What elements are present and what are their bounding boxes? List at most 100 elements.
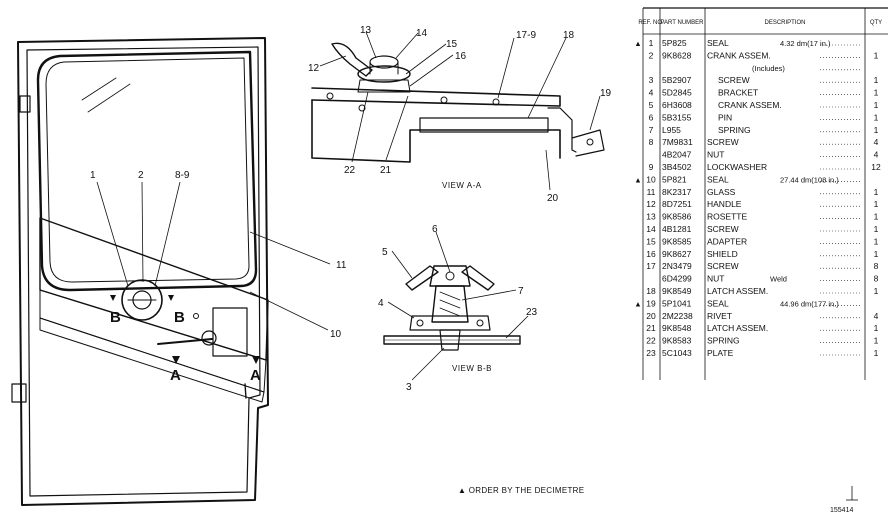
quantity: 1 xyxy=(874,249,879,259)
callout-19: 19 xyxy=(600,88,612,99)
description: GLASS xyxy=(707,187,736,197)
quantity: 1 xyxy=(874,50,879,60)
ref-number: 14 xyxy=(646,224,656,234)
callout-5: 5 xyxy=(382,247,388,258)
table-grid xyxy=(642,7,888,501)
lower-door-panel xyxy=(39,317,265,403)
plate xyxy=(383,335,521,345)
part-number: 5P1041 xyxy=(662,298,692,308)
crank-knob-left xyxy=(405,265,439,291)
callout-21: 21 xyxy=(380,165,392,176)
door-assembly xyxy=(11,37,269,506)
ref-number: 19 xyxy=(646,298,656,308)
description: PIN xyxy=(718,112,732,122)
callout-3: 3 xyxy=(406,382,412,393)
header-ref-no: REF. NO. xyxy=(638,20,664,26)
part-number: 9K8548 xyxy=(662,323,692,333)
crank-hub-body xyxy=(429,265,471,287)
quantity: 1 xyxy=(874,187,879,197)
ref-number: 3 xyxy=(649,75,654,85)
callout-4: 4 xyxy=(378,298,384,309)
part-number: 5B3155 xyxy=(662,112,692,122)
ref-number: 20 xyxy=(646,311,656,321)
rosette xyxy=(357,65,411,83)
description-note: Weld xyxy=(770,275,787,284)
part-number: 8D7251 xyxy=(662,199,692,209)
description: CRANK ASSEM. xyxy=(707,50,771,60)
quantity: 1 xyxy=(874,88,879,98)
ref-number: 8 xyxy=(649,137,654,147)
ref-number: 6 xyxy=(649,112,654,122)
order-by-decimetre-mark: ▲ xyxy=(634,175,641,184)
part-number: 9K8583 xyxy=(662,336,692,346)
callout-13: 13 xyxy=(360,25,372,36)
glass-reflection xyxy=(87,83,131,113)
ref-number: 12 xyxy=(646,199,656,209)
description: LATCH ASSEM. xyxy=(707,323,768,333)
ref-number: 5 xyxy=(649,100,654,110)
view-b-b-leaders xyxy=(387,231,529,381)
door-frame-inner xyxy=(26,46,261,497)
latch-handle xyxy=(157,338,213,345)
window-glass-inner xyxy=(45,57,250,283)
crank-knob-right xyxy=(461,265,495,291)
view-b-b-title: VIEW B-B xyxy=(452,364,492,373)
ref-number: 16 xyxy=(646,249,656,259)
description: SCREW xyxy=(718,75,750,85)
ref-number: 18 xyxy=(646,286,656,296)
description: SPRING xyxy=(718,125,751,135)
header-part-number: PART NUMBER xyxy=(660,20,704,26)
description: SPRING xyxy=(707,336,740,346)
part-number: 9K8628 xyxy=(662,50,692,60)
ref-number: 21 xyxy=(646,323,656,333)
ref-number: 4 xyxy=(649,88,654,98)
quantity: 4 xyxy=(874,137,879,147)
part-number: 6H3608 xyxy=(662,100,692,110)
part-number: 5P825 xyxy=(662,38,687,48)
description: SCREW xyxy=(707,137,739,147)
door-callout-labels: 1 2 8-9 11 10 B B A A xyxy=(90,170,347,384)
description: PLATE xyxy=(707,348,734,358)
section-b-right-label: B xyxy=(174,309,185,326)
description-note: 44.96 dm(177 in.) xyxy=(780,299,839,308)
callout-14: 14 xyxy=(416,28,428,39)
table-row: (Includes) xyxy=(752,64,862,73)
ref-number: 13 xyxy=(646,212,656,222)
part-number: 9K8549 xyxy=(662,286,692,296)
section-a-left-label: A xyxy=(170,367,181,384)
description: LATCH ASSEM. xyxy=(707,286,768,296)
quantity: 1 xyxy=(874,199,879,209)
description-note: 4.32 dm(17 in.) xyxy=(780,39,831,48)
description: SEAL xyxy=(707,298,729,308)
callout-17-9: 17-9 xyxy=(516,30,536,41)
callout-20: 20 xyxy=(547,193,559,204)
quantity: 1 xyxy=(874,236,879,246)
quantity: 4 xyxy=(874,311,879,321)
callout-15: 15 xyxy=(446,39,458,50)
view-a-a-title: VIEW A-A xyxy=(442,181,482,190)
part-number: 2M2238 xyxy=(662,311,693,321)
callout-11: 11 xyxy=(336,260,347,271)
order-by-decimetre-mark: ▲ xyxy=(634,299,641,308)
callout-6: 6 xyxy=(432,224,438,235)
quantity: 1 xyxy=(874,348,879,358)
part-number: 9K8627 xyxy=(662,249,692,259)
description: LOCKWASHER xyxy=(707,162,767,172)
quantity: 1 xyxy=(874,336,879,346)
section-b-left-label: B xyxy=(110,309,121,326)
description-note: 27.44 dm(108 in.) xyxy=(780,175,839,184)
